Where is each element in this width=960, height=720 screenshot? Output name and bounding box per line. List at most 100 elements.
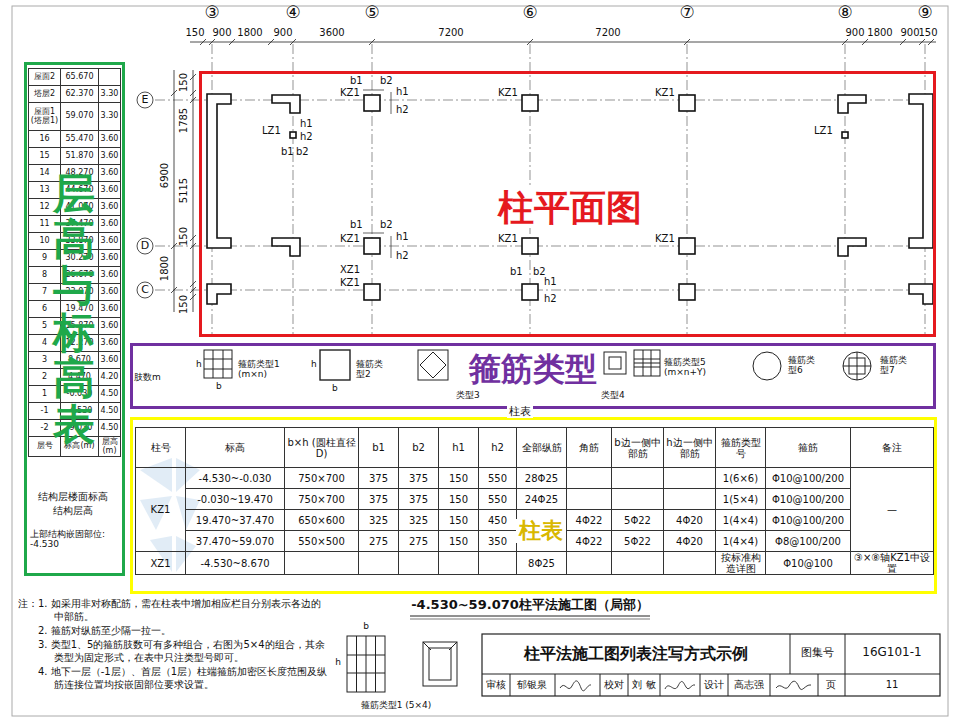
column-mark: h2 [544,293,557,304]
table-cell: 59.070 [61,103,99,131]
table-cell: 275 [399,531,439,552]
table-text: 3.30 [101,89,119,98]
table-cell [439,552,479,575]
table-row: 屋面1 (塔层1)59.0703.30 [29,103,121,131]
axis-letter: D [141,240,149,252]
table-text: 箍筋类型号 [721,437,761,459]
table-text: b1 [372,442,385,453]
table-cell [567,468,612,489]
table-cell: 4.50 [99,386,121,403]
callout-box: 箍筋类型 [130,343,936,409]
table-text: 层号 [37,441,53,450]
note: 4. 地下一层（-1层）、首层（1层）柱端箍筋加密区长度范围及纵筋连接位置均按嵌… [18,665,330,691]
table-cell: 350 [479,531,517,552]
table-text: Φ10@100/200 [772,515,844,526]
axis-number: ⑤ [364,3,379,22]
table-cell: b边一侧中部筋 [612,428,664,468]
table-cell: 备注 [851,428,934,468]
table-cell: 24Φ25 [517,489,567,510]
table-text: 10 [39,236,49,245]
axis-number: ③ [204,3,219,22]
table-text: 19.470~37.470 [196,515,274,526]
table-text: 275 [369,536,388,547]
table-text: 4.50 [101,423,119,432]
table-text: 按标准构造详图 [721,552,761,574]
table-cell: 屋面1 (塔层1) [29,103,61,131]
table-cell: Φ10@100/200 [766,510,851,531]
column-mark: KZ1 [655,233,675,244]
callout-text: 柱表 [516,519,566,543]
table-cell: 62.370 [61,86,99,103]
table-cell: h1 [439,428,479,468]
table-cell: KZ1 [136,468,186,552]
table-cell: 3.60 [99,131,121,148]
column-mark: KZ1 [498,87,518,98]
table-cell: 4Φ22 [567,510,612,531]
table-text: 3.60 [101,253,119,262]
table-text: 屋面1 (塔层1) [31,107,58,125]
table-cell: b2 [399,428,439,468]
dimension: 1800 [867,27,892,38]
table-text: 150 [449,515,468,526]
table-cell [359,552,399,575]
table-cell: 4.50 [99,420,121,437]
table-text: 55.470 [66,134,94,143]
table-column [99,69,121,457]
table-text: h2 [491,442,504,453]
table-text: 11 [39,219,49,228]
column-mark: b2 [296,146,309,157]
table-text: 3.60 [101,168,119,177]
table-cell: 1(6×6) [716,468,766,489]
axis-number: ⑦ [679,3,694,22]
title-cell: 郁银泉 [517,679,547,690]
table-row: 1655.4703.60 [29,131,121,148]
table-cell: 750×700 [285,489,359,510]
table-cell: 5Φ22 [612,510,664,531]
table-text: b×h (圆柱直径D) [287,437,355,459]
table-text: 箍筋 [798,442,818,453]
table-text: 3.60 [101,219,119,228]
column-mark: h1 [396,231,409,242]
table-cell: h2 [479,428,517,468]
table-cell: 325 [399,510,439,531]
table-row: XZ1-4.530~8.6708Φ25按标准构造详图Φ10@100③×⑧轴KZ1… [136,552,934,575]
table-cell: 3.60 [99,165,121,182]
table-cell [664,468,716,489]
title-cell: 页 [826,679,836,690]
column-mark: KZ1 [655,87,675,98]
table-text: 4.50 [101,406,119,415]
table-text: 柱号 [151,442,171,453]
dimension: 900 [845,27,864,38]
table-text: 375 [369,473,388,484]
dimension: b [363,622,369,632]
dimension: 6900 [159,162,170,187]
column-mark: KZ1 [340,87,360,98]
table-text: 1(5×4) [723,494,758,505]
dimension: 150 [179,226,190,245]
table-cell: 3.60 [99,335,121,352]
table-text: b边一侧中部筋 [614,437,660,459]
table-cell: 3.60 [99,233,121,250]
column-mark: h2 [300,131,313,142]
table-title: 柱表 [507,406,533,418]
title-cell: 图集号 [801,647,834,659]
dimension: 150 [179,294,190,313]
axis-number: ④ [285,3,300,22]
table-text: ③×⑧轴KZ1中设置 [854,552,930,574]
column-mark: b1 [350,219,363,230]
table-note: 结构层楼面标高 [38,491,108,502]
table-cell [664,552,716,575]
table-text: 650×600 [298,515,345,526]
table-cell: Φ10@100/200 [766,489,851,510]
column-mark: KZ1 [498,233,518,244]
column-table: 柱号标高b×h (圆柱直径D)b1b2h1h2全部纵筋角筋b边一侧中部筋h边一侧… [135,427,934,575]
column-mark: h2 [396,250,409,261]
stirrup-label: h [196,360,202,370]
dimension: 3600 [319,27,344,38]
table-cell: Φ10@100 [766,552,851,575]
table-text: 5Φ22 [624,515,651,526]
dimension: 900 [900,27,919,38]
column-mark: b2 [533,266,546,277]
table-row: 屋面265.670 [29,69,121,86]
table-text: -0.030~19.470 [197,494,273,505]
